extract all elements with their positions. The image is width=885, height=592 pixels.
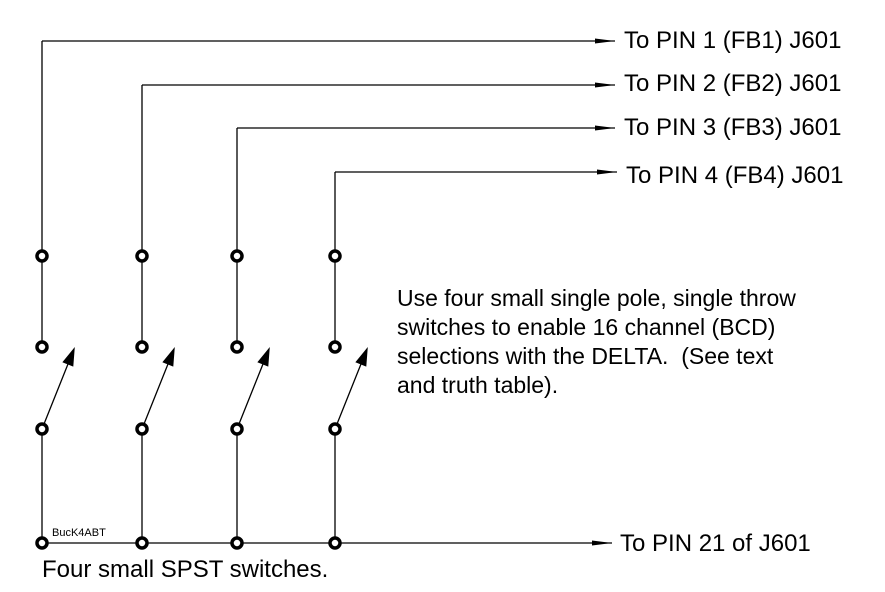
bus-junction-node xyxy=(230,536,244,550)
switch-blade-arrowhead xyxy=(355,346,368,367)
description-line: selections with the DELTA. (See text xyxy=(397,343,774,369)
switch-blade-arrowhead xyxy=(162,346,175,367)
terminal-node xyxy=(135,249,149,263)
switch-blade-arrowhead xyxy=(257,346,270,367)
diagram-caption: Four small SPST switches. xyxy=(42,556,329,583)
terminal-node xyxy=(328,249,342,263)
switch-pivot-node xyxy=(135,422,149,436)
switch-contact-node xyxy=(35,340,49,354)
switch-contact-node xyxy=(328,340,342,354)
common-output-label: To PIN 21 of J601 xyxy=(620,530,811,557)
terminal-node xyxy=(35,249,49,263)
output-label-pin4: To PIN 4 (FB4) J601 xyxy=(626,162,844,189)
switch-pivot-node xyxy=(35,422,49,436)
output-label-pin1: To PIN 1 (FB1) J601 xyxy=(624,27,842,54)
bus-junction-node xyxy=(328,536,342,550)
description-text: Use four small single pole, single throw… xyxy=(397,284,796,400)
description-line: switches to enable 16 channel (BCD) xyxy=(397,314,776,340)
output-label-pin2: To PIN 2 (FB2) J601 xyxy=(624,70,842,97)
description-line: and truth table). xyxy=(397,372,559,398)
description-line: Use four small single pole, single throw xyxy=(397,285,796,311)
switch-pivot-node xyxy=(230,422,244,436)
switch-contact-node xyxy=(135,340,149,354)
terminal-node xyxy=(230,249,244,263)
bus-junction-node xyxy=(35,536,49,550)
author-tag: BucK4ABT xyxy=(52,527,106,539)
switch-pivot-node xyxy=(328,422,342,436)
bus-junction-node xyxy=(135,536,149,550)
output-label-pin3: To PIN 3 (FB3) J601 xyxy=(624,114,842,141)
switch-blade-arrowhead xyxy=(62,346,75,367)
switch-contact-node xyxy=(230,340,244,354)
